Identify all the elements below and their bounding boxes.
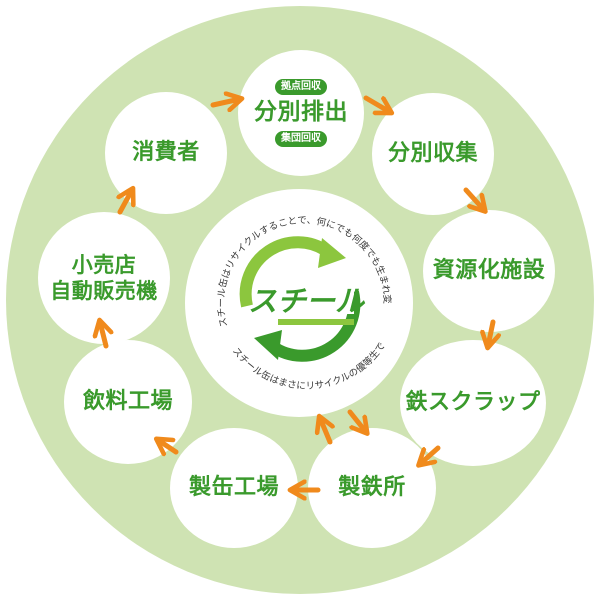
label-seitetsusho: 製鉄所 (338, 475, 406, 501)
label-bunbetsu-haishutsu: 分別排出 (254, 99, 348, 126)
recycle-arc-dark (268, 290, 361, 362)
recycle-arrowhead-light (318, 238, 346, 268)
arrow-inryo-to-kouriten (100, 322, 106, 349)
label-inryo-kojo: 飲料工場 (82, 389, 173, 415)
label-shigenka-shisetsu: 資源化施設 (432, 258, 546, 284)
arrow-seitetsusho-to-center (320, 418, 330, 445)
outer-tagline: スチール缶はリサイクルすることで、何にでも何度でも生まれ変わります。 (0, 0, 393, 328)
arrow-kouriten-to-shohisha (120, 190, 132, 215)
arrow-shisetsu-to-scrap (488, 319, 493, 346)
label-kouriten: 小売店 (71, 252, 137, 277)
badge-shudan-kaishu: 集団回収 (275, 130, 327, 147)
label-bunbetsu-shushu: 分別収集 (387, 141, 478, 167)
arrow-center-to-seitetsusho (347, 409, 366, 432)
arrow-shushu-to-shisetsu (463, 187, 484, 210)
label-jidou-hanbaiki: 自動販売機 (50, 279, 158, 303)
logo-underline (278, 319, 354, 325)
arrow-seikan-to-inryo (158, 440, 179, 452)
recycle-arrowhead-dark (254, 330, 282, 360)
node-inryo-kojo: 飲料工場 (64, 340, 192, 464)
arrow-scrap-to-seitetsusho (420, 445, 441, 464)
arrow-haishutsu-to-shushu (363, 95, 390, 112)
label-seikan-kojo: 製缶工場 (188, 475, 279, 501)
arrow-shohisha-to-haishutsu (210, 99, 240, 105)
label-tetsu-scrap: 鉄スクラップ (405, 390, 541, 416)
node-tetsu-scrap: 鉄スクラップ (400, 340, 546, 466)
logo-text-band (262, 284, 354, 314)
inner-tagline: スチール缶はまさにリサイクルの優等生です。 (0, 0, 388, 392)
badge-kyoten-kaishu: 拠点回収 (275, 79, 327, 96)
label-shohisha: 消費者 (132, 140, 200, 166)
node-bunbetsu-haishutsu: 拠点回収 分別排出 集団回収 (238, 50, 364, 176)
node-seitetsusho: 製鉄所 (308, 428, 436, 548)
node-seikan-kojo: 製缶工場 (170, 428, 298, 548)
logo-text: スチール (248, 284, 366, 318)
node-shigenka-shisetsu: 資源化施設 (423, 210, 555, 332)
steel-recycle-logo: スチール (239, 236, 366, 362)
recycle-arc-light (239, 236, 332, 308)
flow-arrows (100, 98, 493, 490)
